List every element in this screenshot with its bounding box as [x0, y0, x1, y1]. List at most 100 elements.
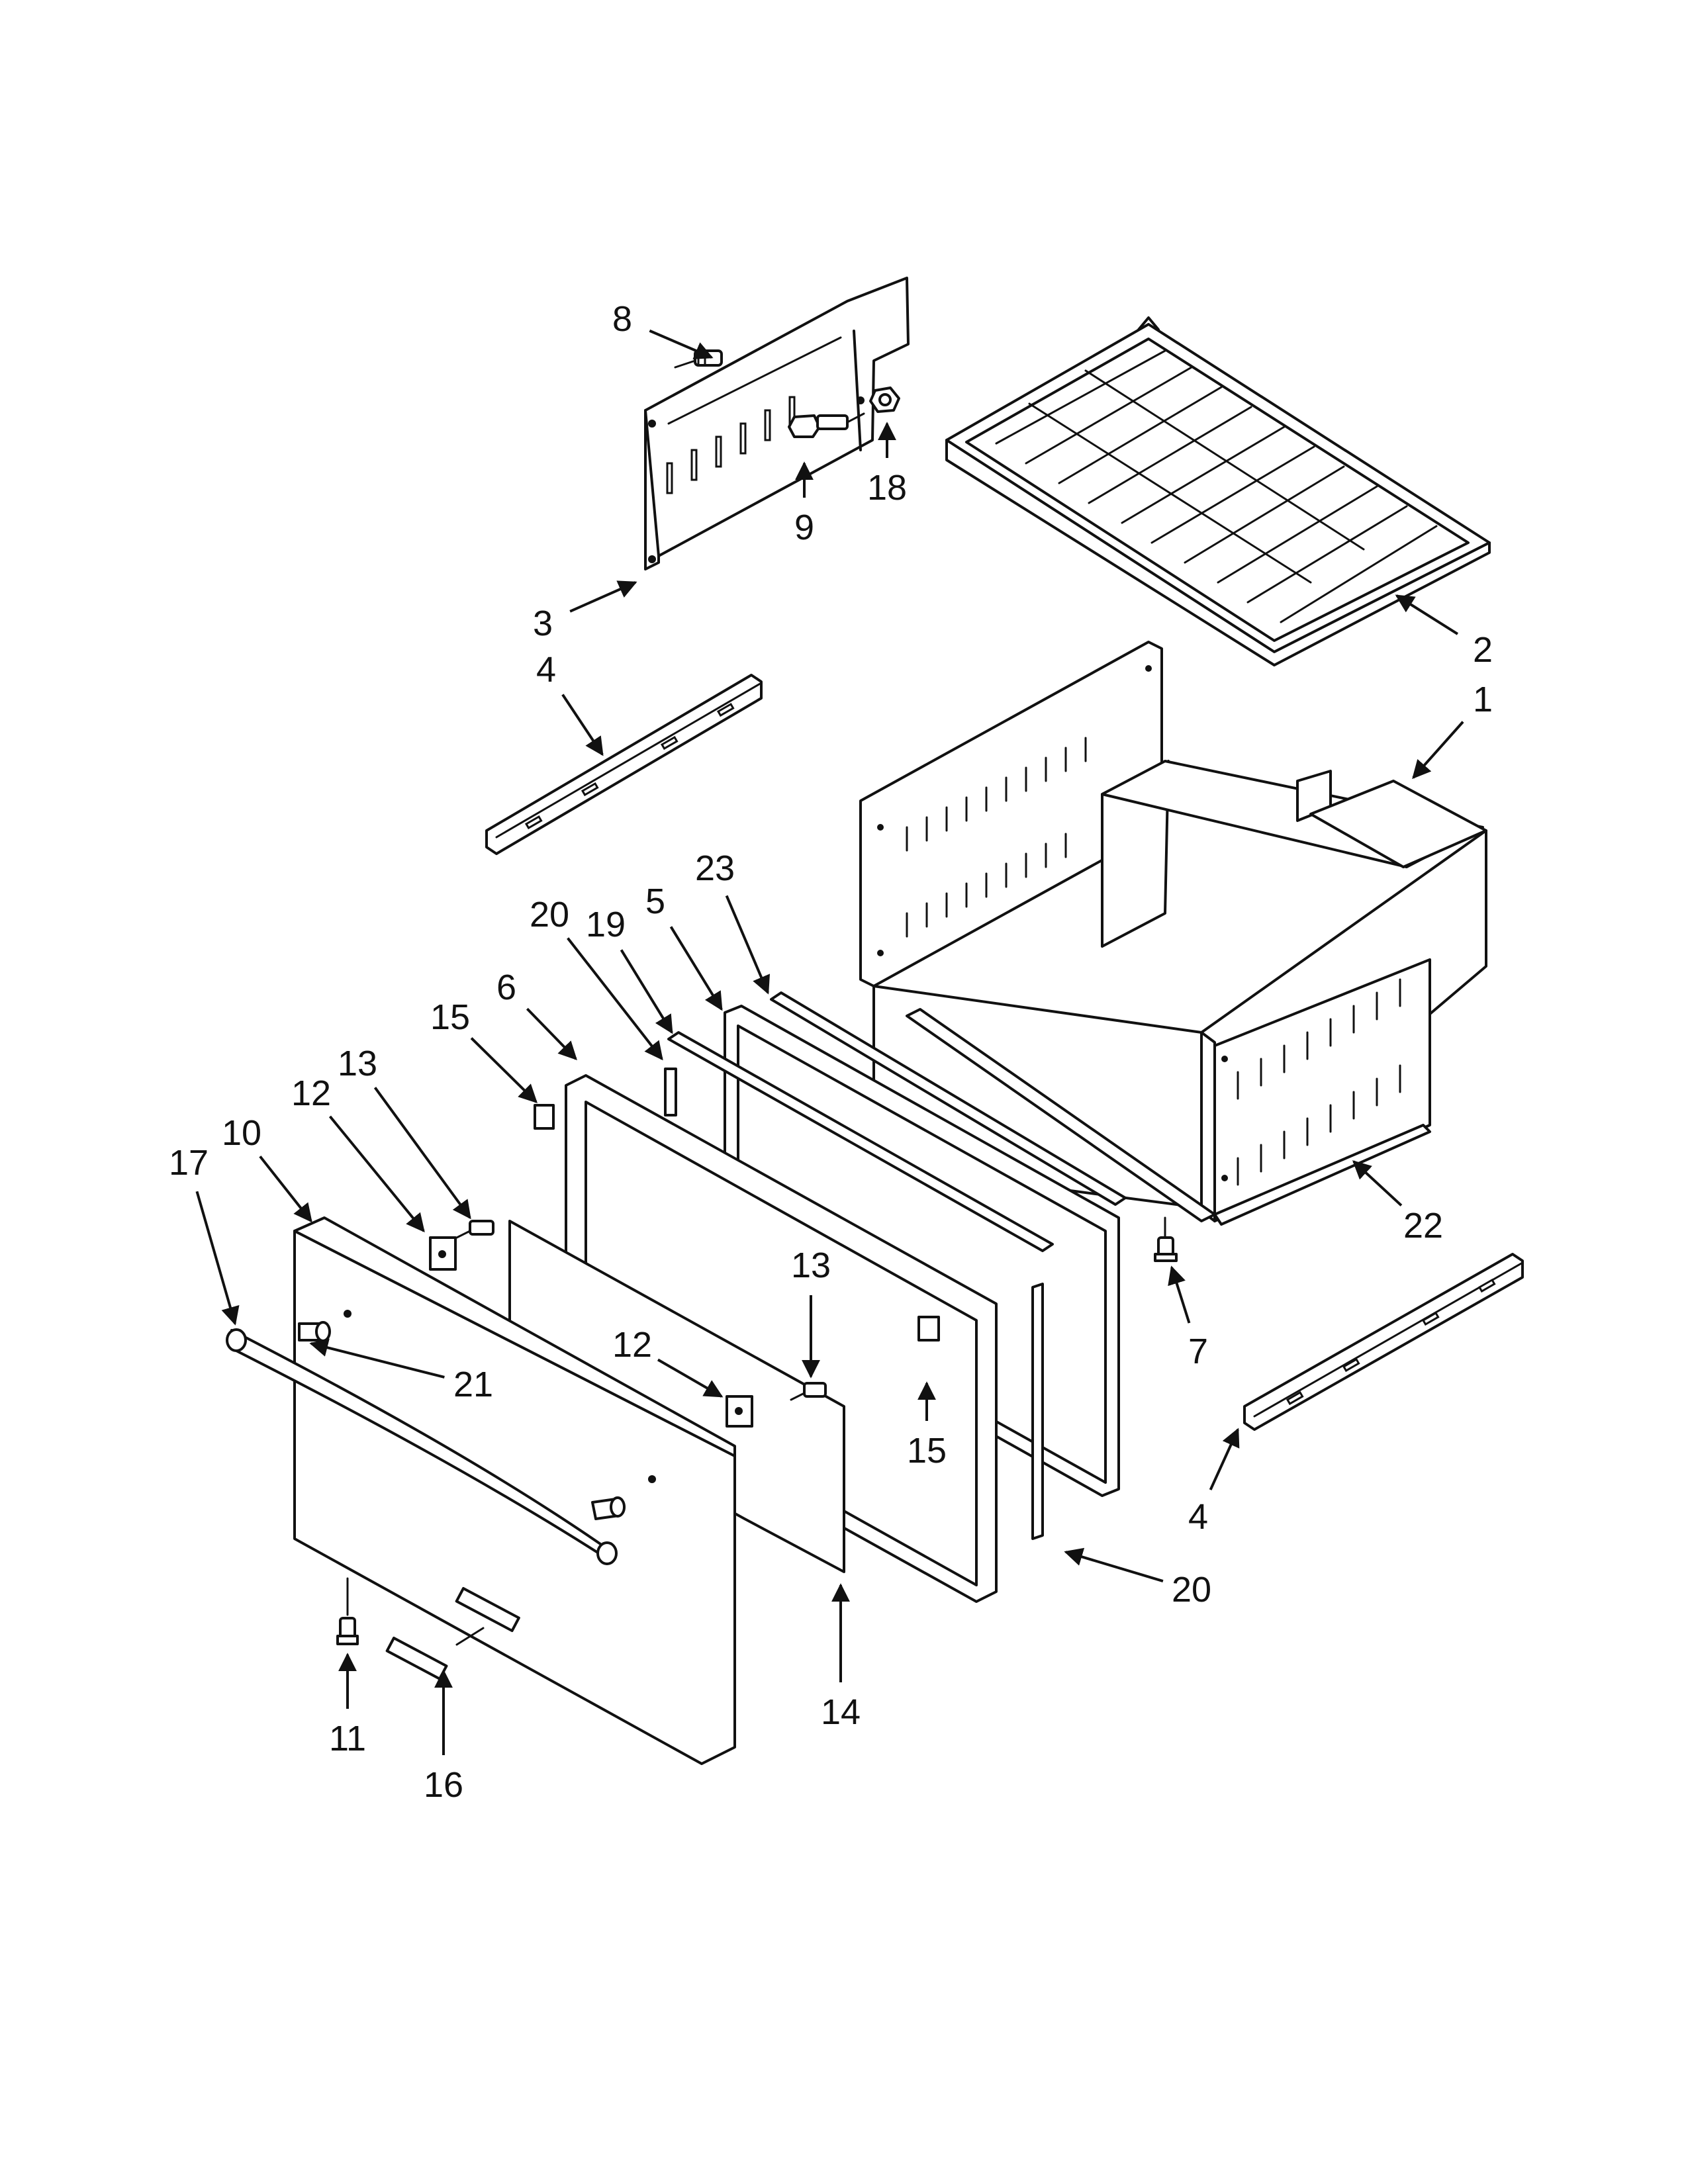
part-number-label: 6 — [496, 968, 516, 1007]
leader-line — [328, 1115, 425, 1233]
slide-rail-upper — [485, 674, 763, 855]
part-number-label: 14 — [821, 1692, 861, 1732]
screw-7 — [1154, 1216, 1178, 1262]
leader-line — [657, 1358, 724, 1398]
callout-c13b: 13 — [791, 1246, 831, 1379]
leader-line — [649, 329, 714, 359]
callout-c20a: 20 — [530, 895, 663, 1061]
leader-line — [561, 694, 604, 756]
leader-line — [195, 1191, 240, 1326]
part-number-label: 2 — [1473, 630, 1493, 670]
part-number-label: 3 — [533, 604, 553, 643]
callout-c7: 7 — [1168, 1265, 1208, 1371]
part-number-label: 13 — [338, 1044, 377, 1083]
part-number-label: 18 — [867, 468, 907, 508]
leader-line — [470, 1037, 538, 1103]
callout-c2: 2 — [1395, 594, 1493, 670]
part-number-label: 8 — [612, 299, 632, 339]
part-number-label: 17 — [169, 1143, 209, 1183]
callout-c17: 17 — [169, 1143, 240, 1326]
leader-line — [526, 1007, 577, 1061]
trim-strip-19 — [667, 1031, 1054, 1252]
leader-line — [259, 1156, 312, 1223]
standoff-21-left — [298, 1321, 331, 1342]
square-pad-15 — [534, 1104, 555, 1130]
part-number-label: 15 — [907, 1431, 947, 1471]
callout-c12a: 12 — [291, 1073, 425, 1233]
leader-line — [567, 937, 663, 1061]
part-number-label: 7 — [1188, 1332, 1208, 1371]
part-number-label: 20 — [1172, 1570, 1211, 1610]
callout-c19: 19 — [586, 905, 673, 1034]
bracket-12-lower — [726, 1395, 753, 1428]
part-number-label: 9 — [794, 508, 814, 547]
part-number-label: 1 — [1473, 680, 1493, 719]
callout-c13a: 13 — [338, 1044, 471, 1220]
callout-c18: 18 — [867, 422, 907, 508]
bracket-12-upper — [429, 1236, 457, 1271]
screw-13-lower — [790, 1382, 827, 1401]
part-number-label: 23 — [695, 848, 735, 888]
leader-line — [569, 580, 637, 613]
part-number-label: 5 — [645, 882, 665, 921]
part-number-label: 16 — [424, 1765, 463, 1805]
leader-line — [1412, 721, 1464, 780]
leader-line — [725, 895, 771, 995]
part-number-label: 10 — [222, 1113, 261, 1153]
screw-13-upper — [455, 1220, 494, 1239]
callout-c21: 21 — [309, 1338, 493, 1404]
part-number-label: 15 — [430, 997, 470, 1037]
part-number-label: 4 — [1188, 1497, 1208, 1537]
standoff-21-right — [591, 1496, 626, 1520]
tray-ribs — [995, 349, 1438, 623]
callout-c8: 8 — [612, 299, 714, 359]
part-number-label: 12 — [612, 1325, 652, 1365]
callout-c4b: 4 — [1188, 1428, 1240, 1537]
shelf-tray — [945, 316, 1491, 666]
callout-c5: 5 — [645, 882, 723, 1011]
gasket-strip-23 — [770, 991, 1127, 1206]
bottom-trim-22 — [906, 1008, 1216, 1222]
part-number-label: 4 — [536, 650, 556, 690]
leader-line — [1395, 594, 1459, 635]
leader-line — [373, 1087, 471, 1220]
leader-line — [1064, 1547, 1164, 1582]
part-number-label: 21 — [453, 1365, 493, 1404]
slide-rail-lower — [1243, 1253, 1524, 1431]
badge-16 — [385, 1637, 448, 1680]
callout-c14: 14 — [821, 1583, 861, 1732]
callout-c3: 3 — [533, 580, 637, 643]
callout-c10: 10 — [222, 1113, 312, 1223]
bracket-slots — [666, 396, 796, 494]
callout-c20b: 20 — [1064, 1547, 1211, 1610]
callout-c15b: 15 — [907, 1381, 947, 1471]
basket-vents-left — [906, 737, 1087, 938]
callout-c16: 16 — [424, 1669, 463, 1805]
part-number-label: 19 — [586, 905, 626, 944]
callout-c6: 6 — [496, 968, 577, 1061]
handle-17 — [226, 1328, 618, 1565]
leader-line — [1209, 1428, 1240, 1490]
leader-line — [309, 1338, 445, 1379]
screw-8 — [674, 349, 723, 369]
callout-c22: 22 — [1352, 1160, 1443, 1246]
part-number-label: 13 — [791, 1246, 831, 1285]
part-number-label: 12 — [291, 1073, 331, 1113]
callout-c4a: 4 — [536, 650, 604, 756]
trim-strip-20-left — [664, 1068, 677, 1116]
callout-c15a: 15 — [430, 997, 538, 1103]
rear-bracket — [644, 277, 910, 570]
basket-vents-right — [1237, 978, 1401, 1186]
part-number-label: 11 — [329, 1719, 366, 1758]
callout-c23: 23 — [695, 848, 771, 995]
callout-c12b: 12 — [612, 1325, 724, 1398]
callout-c1: 1 — [1412, 680, 1493, 780]
nut-18 — [869, 387, 900, 413]
leader-line — [669, 926, 723, 1011]
leader-line — [1168, 1265, 1191, 1324]
part-number-label: 20 — [530, 895, 569, 934]
leader-line — [1352, 1160, 1403, 1206]
